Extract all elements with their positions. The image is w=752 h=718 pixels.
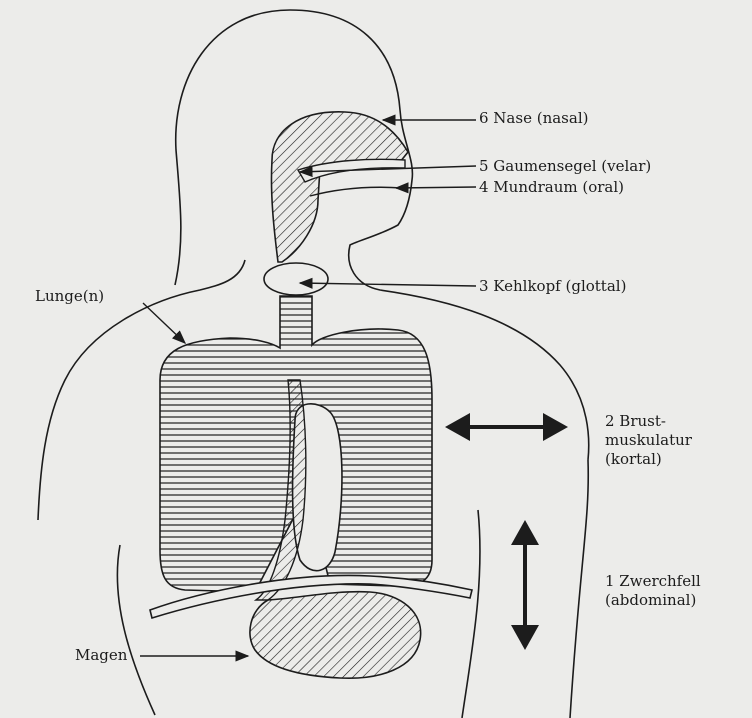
chest-label-line-2: muskulatur bbox=[605, 431, 692, 450]
larynx-label: 3 Kehlkopf (glottal) bbox=[479, 277, 626, 296]
stomach-label: Magen bbox=[75, 646, 127, 665]
lungs-pointer-arrow bbox=[143, 303, 185, 343]
tongue-line bbox=[310, 187, 402, 196]
diaphragm-label: 1 Zwerchfell (abdominal) bbox=[605, 572, 701, 610]
stomach bbox=[250, 592, 421, 679]
diaphragm-double-arrow bbox=[511, 520, 539, 650]
mouth-pointer-arrow bbox=[396, 187, 476, 188]
velum-label: 5 Gaumensegel (velar) bbox=[479, 157, 651, 176]
chest-double-arrow bbox=[445, 413, 568, 441]
lungs-label: Lunge(n) bbox=[35, 287, 104, 306]
chest-label-line-3: (kortal) bbox=[605, 450, 692, 469]
larynx bbox=[264, 263, 328, 295]
diaphragm-label-line-1: 1 Zwerchfell bbox=[605, 572, 701, 591]
right-arm-inner-outline bbox=[462, 510, 480, 718]
nose-label: 6 Nase (nasal) bbox=[479, 109, 588, 128]
left-arm-inner-outline bbox=[117, 545, 155, 715]
mouth-label: 4 Mundraum (oral) bbox=[479, 178, 624, 197]
chest-label-line-1: 2 Brust- bbox=[605, 412, 692, 431]
chest-muscles-label: 2 Brust- muskulatur (kortal) bbox=[605, 412, 692, 469]
right-arm-outer-outline bbox=[570, 460, 588, 718]
diaphragm-label-line-2: (abdominal) bbox=[605, 591, 701, 610]
